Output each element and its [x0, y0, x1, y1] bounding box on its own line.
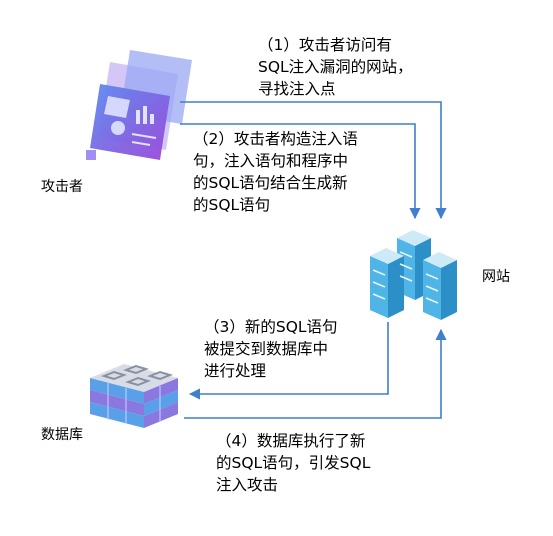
step-2-line: 的SQL语句: [193, 196, 271, 214]
step-4-line: 的SQL语句，引发SQL: [216, 454, 371, 472]
arrow-step-1: [180, 101, 447, 220]
step-4-line: （4）数据库执行了新: [216, 432, 366, 450]
attacker-label: 攻击者: [41, 179, 83, 195]
step-3-line: 被提交到数据库中: [204, 340, 329, 358]
arrow-step-2: [180, 123, 421, 220]
website-label: 网站: [482, 269, 510, 285]
arrow-step-3: [188, 322, 389, 400]
arrows: [180, 101, 447, 419]
step-4-line: 注入攻击: [216, 476, 279, 494]
step-1-line: SQL注入漏洞的网站，: [258, 58, 413, 76]
step-2-line: 的SQL语句结合生成新: [193, 174, 348, 192]
server-icon: [370, 230, 457, 320]
step-2-line: 句，注入语句和程序中: [193, 152, 349, 170]
step-3-line: 进行处理: [204, 362, 267, 380]
arrow-step-4: [184, 328, 447, 419]
database-label: 数据库: [41, 427, 83, 443]
step-1-line: 寻找注入点: [258, 80, 336, 98]
attacker-icon: [86, 50, 192, 160]
step-1-line: （1）攻击者访问有: [258, 36, 392, 54]
step-2-line: （2）攻击者构造注入语: [193, 130, 358, 148]
step-3-line: （3）新的SQL语句: [204, 318, 338, 336]
database-icon: [90, 364, 178, 428]
